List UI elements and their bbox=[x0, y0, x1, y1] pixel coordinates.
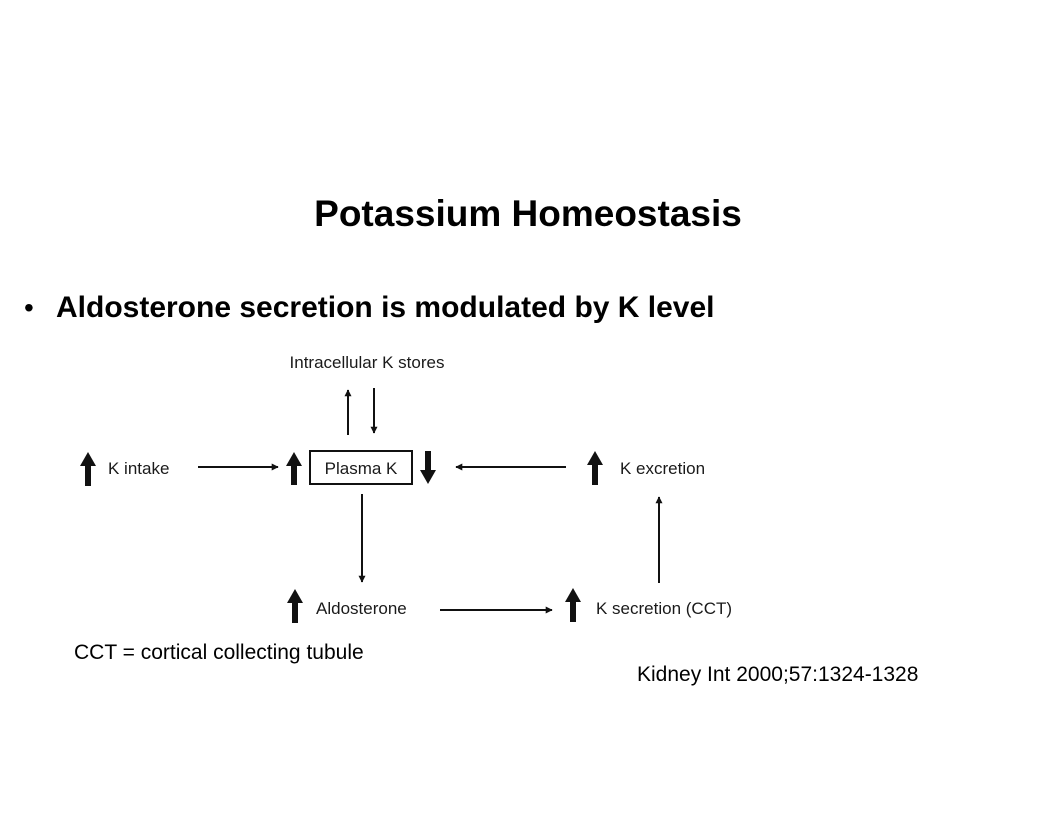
up-arrow-icon bbox=[287, 589, 303, 623]
citation: Kidney Int 2000;57:1324-1328 bbox=[637, 663, 919, 686]
slide-title: Potassium Homeostasis bbox=[314, 193, 742, 234]
aldosterone-label: Aldosterone bbox=[316, 599, 407, 618]
intracellular-stores-label: Intracellular K stores bbox=[290, 353, 445, 372]
bullet-text: Aldosterone secretion is modulated by K … bbox=[56, 291, 715, 324]
bullet-point: • Aldosterone secretion is modulated by … bbox=[24, 288, 715, 328]
up-arrow-icon bbox=[80, 452, 96, 486]
stores-exchange-arrows bbox=[344, 388, 378, 435]
up-arrow-icon bbox=[565, 588, 581, 622]
up-arrow-icon bbox=[587, 451, 603, 485]
plasma-k-label: Plasma K bbox=[325, 459, 398, 478]
k-secretion-label: K secretion (CCT) bbox=[596, 599, 732, 618]
plasma-k-box bbox=[309, 450, 413, 485]
k-excretion-label: K excretion bbox=[620, 459, 705, 478]
down-arrow-icon bbox=[420, 451, 436, 484]
abbreviation-footnote: CCT = cortical collecting tubule bbox=[74, 641, 364, 664]
k-intake-label: K intake bbox=[108, 459, 169, 478]
bullet-marker: • bbox=[24, 292, 34, 323]
up-arrow-icon bbox=[286, 452, 302, 485]
